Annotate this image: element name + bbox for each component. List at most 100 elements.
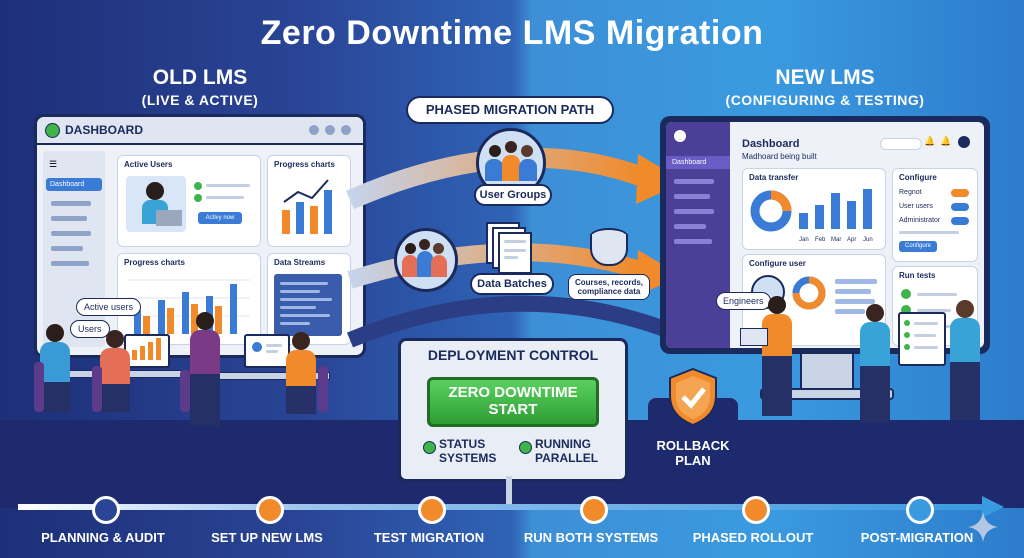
toggle-switch[interactable] [951, 203, 969, 211]
text-line [835, 309, 865, 314]
month-label: Mar [831, 237, 841, 243]
chair [92, 366, 102, 412]
bar-mark [847, 201, 856, 229]
old-window-title: DASHBOARD [65, 123, 143, 137]
configure-button[interactable]: Configure [899, 241, 937, 252]
rollback-label: ROLLBACK PLAN [648, 438, 738, 468]
sidebar-item[interactable] [51, 216, 87, 221]
deployment-control-panel: DEPLOYMENT CONTROL ZERO DOWNTIME START S… [398, 338, 628, 482]
timeline-step-label: TEST MIGRATION [373, 530, 485, 545]
bar-mark [134, 310, 141, 334]
timeline-step-dot-1[interactable] [92, 496, 120, 524]
bar-mark [310, 206, 318, 234]
status-light-icon [45, 123, 60, 138]
bar-mark [831, 193, 840, 229]
engineer-with-laptop [762, 296, 792, 416]
timeline-step-dot-2[interactable] [256, 496, 284, 524]
sidebar-item[interactable] [51, 201, 91, 206]
monitor-with-chart [124, 334, 170, 368]
text-line [835, 299, 875, 304]
month-label: Jun [863, 237, 873, 243]
bar-mark [230, 284, 237, 334]
running-line1: RUNNING [535, 437, 591, 451]
timeline-step-dot-5[interactable] [742, 496, 770, 524]
sidebar-item[interactable] [674, 179, 714, 184]
old-lms-window: DASHBOARD ☰ Dashboard Active Users [34, 114, 366, 358]
timeline-arrowhead-icon [982, 496, 1004, 518]
bar-mark [296, 202, 304, 234]
activity-button[interactable]: Activy now [198, 212, 242, 224]
search-input[interactable] [880, 138, 922, 150]
text-line [206, 184, 250, 187]
zero-downtime-start-button[interactable]: ZERO DOWNTIME START [427, 377, 599, 427]
document-stack-icon [486, 222, 532, 274]
rollback-line2: PLAN [675, 453, 711, 468]
bell-icon[interactable]: 🔔 [940, 136, 952, 146]
person-standing-with-tablet [190, 312, 220, 426]
bar-mark [215, 306, 222, 334]
window-control-icon[interactable] [325, 125, 335, 135]
text-line [917, 309, 951, 312]
window-control-icon[interactable] [341, 125, 351, 135]
toggle-switch[interactable] [951, 189, 969, 197]
bar-mark [282, 210, 290, 234]
old-sidebar: ☰ Dashboard [43, 151, 105, 347]
sidebar-item[interactable] [51, 261, 89, 266]
timeline-step-dot-4[interactable] [580, 496, 608, 524]
timeline-step-label: RUN BOTH SYSTEMS [523, 530, 659, 545]
sidebar-item[interactable] [51, 246, 83, 251]
run-tests-title: Run tests [899, 271, 936, 280]
running-parallel-label: RUNNING PARALLEL [535, 437, 598, 465]
timeline-step-dot-3[interactable] [418, 496, 446, 524]
toggle-switch[interactable] [951, 217, 969, 225]
text-line [835, 279, 877, 284]
bell-icon[interactable]: 🔔 [924, 136, 936, 146]
bar-mark [143, 316, 150, 334]
window-control-icon[interactable] [309, 125, 319, 135]
status-light-icon [423, 441, 436, 454]
month-label: Apr [847, 237, 856, 243]
user-donut-chart [792, 276, 826, 310]
sidebar-item[interactable] [674, 194, 710, 199]
timeline-step-dot-6[interactable] [906, 496, 934, 524]
menu-icon[interactable]: ☰ [49, 159, 58, 169]
engineer-standing [950, 300, 980, 420]
sidebar-item[interactable] [51, 231, 91, 236]
start-button-line1: ZERO DOWNTIME [448, 384, 578, 401]
timeline-step-label: PLANNING & AUDIT [41, 530, 165, 545]
new-lms-title: NEW LMS [775, 66, 875, 89]
chair [34, 362, 44, 412]
person-seated [100, 330, 130, 412]
config-item: User users [899, 203, 933, 210]
donut-slice-mark [770, 190, 792, 212]
status-systems-label: STATUS SYSTEMS [439, 437, 496, 465]
new-sidebar-item-dashboard[interactable]: Dashboard [666, 156, 730, 169]
bar-mark [815, 205, 824, 229]
sidebar-item[interactable] [674, 224, 706, 229]
text-line [917, 293, 957, 296]
avatar[interactable] [958, 136, 970, 148]
month-label: Feb [815, 237, 826, 243]
sidebar-item[interactable] [674, 239, 712, 244]
bridge-deck [346, 295, 684, 348]
sidebar-item[interactable] [674, 209, 714, 214]
timeline-step-label: SET UP NEW LMS [211, 530, 323, 545]
configure-title: Configure [899, 173, 937, 182]
data-transfer-card: Data transfer Jan Feb Mar Apr Jun [742, 168, 886, 250]
active-users-card: Active Users Activy now [117, 155, 261, 247]
progress-card-large: Progress charts [117, 253, 261, 345]
status-line2: SYSTEMS [439, 451, 497, 465]
running-line2: PARALLEL [535, 451, 599, 465]
start-button-line2: START [488, 401, 538, 418]
progress-card-large-title: Progress charts [124, 258, 185, 267]
user-at-laptop-illustration [126, 176, 186, 232]
deployment-control-title: DEPLOYMENT CONTROL [427, 347, 599, 363]
shield-check-icon [669, 367, 717, 427]
phased-migration-label: PHASED MIGRATION PATH [406, 96, 614, 124]
sidebar-item-dashboard[interactable]: Dashboard [46, 178, 102, 191]
monitor-with-profile [244, 334, 290, 368]
chair [180, 370, 190, 412]
data-batches-label: Data Batches [470, 273, 554, 295]
chair [318, 366, 328, 412]
laptop-icon [740, 328, 768, 346]
